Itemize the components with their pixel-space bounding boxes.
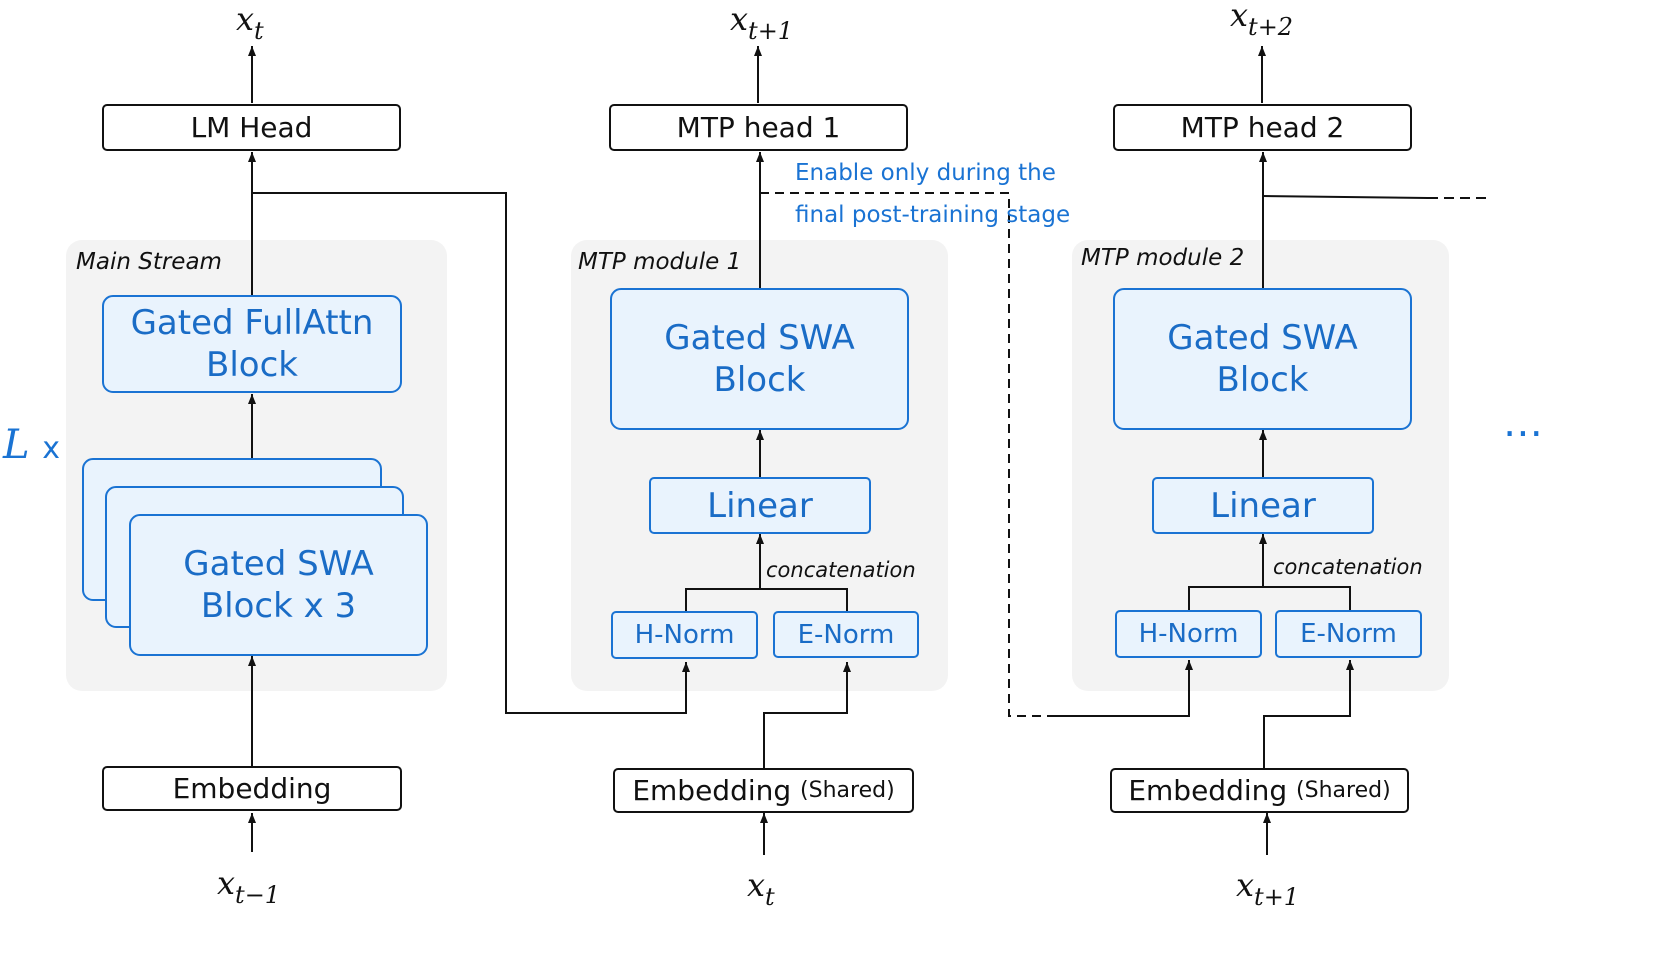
mtp-head-2: MTP head 2 [1113, 104, 1412, 151]
post-training-note-line-1: Enable only during the [795, 160, 1056, 186]
mtp1-linear: Linear [649, 477, 871, 534]
input-mtp1: xt [747, 866, 775, 912]
input-main: xt−1 [217, 864, 281, 910]
mtp1-concatenation-label: concatenation [766, 558, 916, 582]
mtp1-h-norm: H-Norm [611, 611, 758, 659]
mtp-module-1-title: MTP module 1 [578, 249, 742, 275]
input-mtp2: xt+1 [1236, 866, 1300, 912]
layer-repeat-label: L x [3, 422, 61, 468]
mtp-head-1: MTP head 1 [609, 104, 908, 151]
embedding-main: Embedding [102, 766, 402, 811]
mtp-module-2-title: MTP module 2 [1081, 245, 1245, 271]
main-stream-title: Main Stream [76, 249, 222, 275]
mtp1-e-norm: E-Norm [773, 611, 919, 658]
mtp2-h-norm: H-Norm [1115, 610, 1262, 658]
mtp2-gated-swa-block: Gated SWA Block [1113, 288, 1412, 430]
embedding-shared-2: Embedding (Shared) [1110, 768, 1409, 813]
lm-head: LM Head [102, 104, 401, 151]
gated-swa-block-x3: Gated SWA Block x 3 [129, 514, 428, 656]
mtp2-linear: Linear [1152, 477, 1374, 534]
mtp2-concatenation-label: concatenation [1273, 555, 1423, 579]
gated-fullattn-block: Gated FullAttn Block [102, 295, 402, 393]
output-mtp2: xt+2 [1230, 0, 1294, 42]
post-training-note-line-2: final post-training stage [795, 202, 1071, 228]
mtp2-e-norm: E-Norm [1275, 610, 1422, 658]
output-mtp1: xt+1 [730, 0, 794, 46]
continuation-ellipsis: ⋯ [1503, 410, 1549, 456]
output-main: xt [236, 0, 264, 46]
embedding-shared-1: Embedding (Shared) [613, 768, 914, 813]
mtp1-gated-swa-block: Gated SWA Block [610, 288, 909, 430]
